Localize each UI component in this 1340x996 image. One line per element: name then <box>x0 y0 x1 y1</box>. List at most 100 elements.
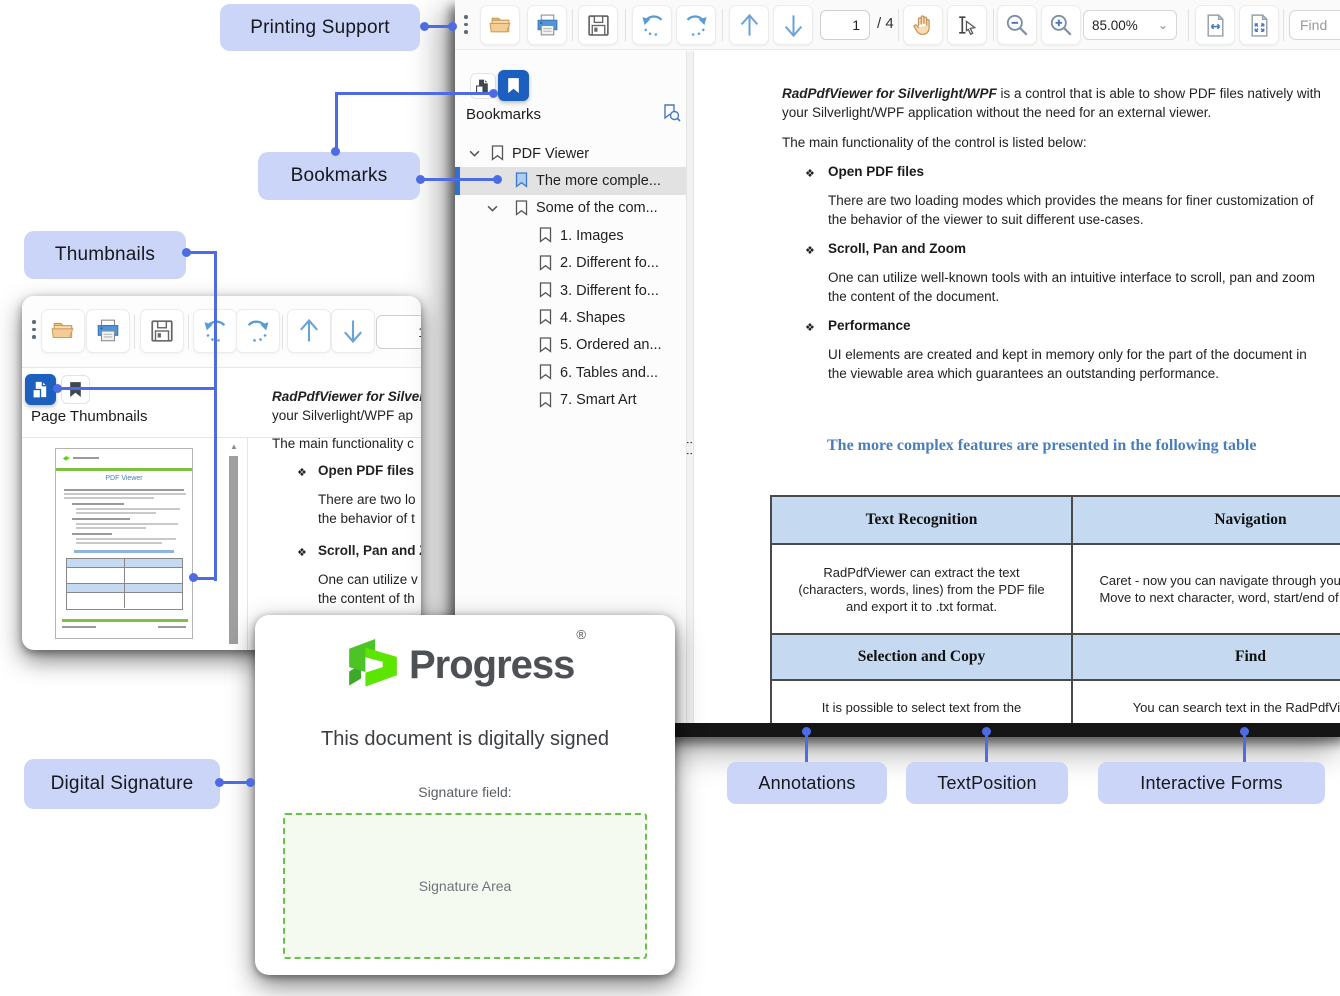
thumbnails-viewer-window: 1 Page Thumbnails PDF Viewer <box>22 296 421 650</box>
bookmark-label: Some of the com... <box>536 200 658 217</box>
table-header-navigation: Navigation <box>1073 497 1340 543</box>
bullet-icon: ❖ <box>805 322 815 334</box>
text-selection-button[interactable] <box>947 5 987 45</box>
doc-intro-rest: is a control that is able to show PDF fi… <box>996 86 1321 101</box>
page-number-input[interactable]: 1 <box>376 315 421 349</box>
page-count-label: / 4 <box>877 15 894 32</box>
doc-bullet1-title: Open PDF files <box>828 164 925 179</box>
toolbar-grip-icon[interactable] <box>32 320 36 339</box>
registered-mark: ® <box>576 626 586 642</box>
arrow-down-icon <box>784 14 802 37</box>
signature-area[interactable]: Signature Area <box>283 813 647 959</box>
bookmark-icon <box>515 172 528 189</box>
doc-bullet2-line2: the content of the document. <box>828 289 1000 304</box>
pan-tool-button[interactable] <box>903 5 943 45</box>
chevron-down-icon[interactable] <box>469 149 480 158</box>
bookmark-node-ordered[interactable]: 5. Ordered an... <box>455 332 686 359</box>
bookmark-label: 4. Shapes <box>560 310 626 327</box>
table-header-text-recognition: Text Recognition <box>772 497 1073 543</box>
table-cell-find: You can search text in the RadPdfViewer <box>1132 700 1340 715</box>
thumb-logo-icon <box>62 455 71 461</box>
arrow-down-icon <box>344 320 362 344</box>
page-thumbnail[interactable]: PDF Viewer <box>55 448 193 639</box>
zoom-in-icon <box>1050 14 1072 36</box>
previous-page-button[interactable] <box>729 5 769 45</box>
fit-width-button[interactable] <box>1195 5 1235 45</box>
bookmark-label: The more comple... <box>536 173 661 190</box>
bookmark-icon <box>539 227 552 243</box>
progress-wordmark: Progress® <box>408 626 586 687</box>
tab-bookmarks[interactable] <box>498 70 529 101</box>
table-cell-selection-copy: It is possible to select text from the <box>772 681 1073 723</box>
save-button[interactable] <box>140 309 184 353</box>
open-file-button[interactable] <box>41 309 85 353</box>
bookmark-label: 2. Different fo... <box>560 255 659 272</box>
callout-printing-support: Printing Support <box>220 4 420 51</box>
progress-brand: Progress® <box>255 626 675 691</box>
toolbar-grip-icon[interactable] <box>464 15 468 34</box>
doc-bullet3-title: Performance <box>828 318 911 333</box>
scroll-up-icon[interactable]: ▲ <box>230 442 238 451</box>
bookmark-node-smart-art[interactable]: 7. Smart Art <box>455 387 686 414</box>
bookmark-node-tables[interactable]: 6. Tables and... <box>455 359 686 386</box>
open-file-button[interactable] <box>480 5 520 45</box>
bookmark-node-images[interactable]: 1. Images <box>455 222 686 249</box>
bookmark-node-different-2[interactable]: 3. Different fo... <box>455 277 686 304</box>
undo-button[interactable] <box>632 5 672 45</box>
bookmark-node-different-1[interactable]: 2. Different fo... <box>455 250 686 277</box>
open-folder-icon <box>51 322 74 339</box>
undo-icon <box>641 14 662 36</box>
bookmark-node-shapes[interactable]: 4. Shapes <box>455 304 686 331</box>
arrow-up-icon <box>300 318 318 342</box>
digitally-signed-text: This document is digitally signed <box>321 728 609 750</box>
callout-interactive-forms: Interactive Forms <box>1098 762 1325 804</box>
sw-doc-bullet2: Scroll, Pan and Z <box>318 543 421 558</box>
doc-intro-line1: RadPdfViewer for Silverlight/WPF is a co… <box>782 86 1321 101</box>
small-window-toolbar: 1 <box>22 296 421 368</box>
sw-doc-b2-line2: the content of th <box>318 591 415 606</box>
table-cell-navigation: Caret - now you can navigate through you… <box>1099 573 1340 605</box>
thumbnails-scrollbar[interactable]: ▲ <box>229 442 239 646</box>
signature-field-label: Signature field: <box>418 784 512 800</box>
bookmark-icon <box>515 200 528 216</box>
bookmarks-panel-title: Bookmarks <box>466 106 542 123</box>
window-bottom-bar <box>455 723 1340 737</box>
save-floppy-icon <box>587 14 609 36</box>
previous-page-button[interactable] <box>287 309 331 353</box>
chevron-down-icon[interactable] <box>487 204 498 213</box>
bookmark-node-some-of[interactable]: Some of the com... <box>455 195 686 222</box>
panel-splitter[interactable]: ⋮⋮ <box>685 51 697 723</box>
printer-icon <box>537 14 557 35</box>
fit-page-icon <box>1250 13 1268 37</box>
sw-doc-subtitle: The main functionality c <box>272 436 414 451</box>
doc-subtitle: The main functionality of the control is… <box>782 135 1087 150</box>
zoom-in-button[interactable] <box>1041 5 1081 45</box>
next-page-button[interactable] <box>773 5 813 45</box>
zoom-level-dropdown[interactable]: 85.00% ⌄ <box>1083 10 1177 40</box>
bookmark-node-pdf-viewer[interactable]: PDF Viewer <box>455 140 686 167</box>
digital-signature-card: Progress® This document is digitally sig… <box>255 615 675 975</box>
page-number-input[interactable]: 1 <box>820 10 870 40</box>
redo-button[interactable] <box>676 5 716 45</box>
tab-thumbnails[interactable] <box>25 374 56 405</box>
callout-thumbnails: Thumbnails <box>24 231 186 279</box>
redo-button[interactable] <box>236 309 280 353</box>
scrollbar-thumb[interactable] <box>229 456 238 644</box>
sw-bullet2-icon: ❖ <box>297 547 307 559</box>
print-button[interactable] <box>527 5 567 45</box>
print-button[interactable] <box>86 309 130 353</box>
document-page[interactable]: RadPdfViewer for Silverlight/WPF is a co… <box>694 51 1340 723</box>
bookmark-label: 7. Smart Art <box>560 392 637 409</box>
bookmark-node-selected[interactable]: The more comple... <box>455 167 686 196</box>
zoom-out-button[interactable] <box>997 5 1037 45</box>
bookmark-icon <box>539 391 552 408</box>
next-page-button[interactable] <box>331 309 375 353</box>
save-floppy-icon <box>151 320 173 342</box>
thumbnails-icon <box>32 381 47 399</box>
bookmark-label: 1. Images <box>560 227 624 244</box>
bookmark-search-icon[interactable] <box>661 103 681 123</box>
find-input[interactable]: Find <box>1289 10 1340 40</box>
save-button[interactable] <box>578 5 618 45</box>
doc-intro-lead: RadPdfViewer for Silverlight/WPF <box>782 86 997 101</box>
fit-page-button[interactable] <box>1239 5 1279 45</box>
